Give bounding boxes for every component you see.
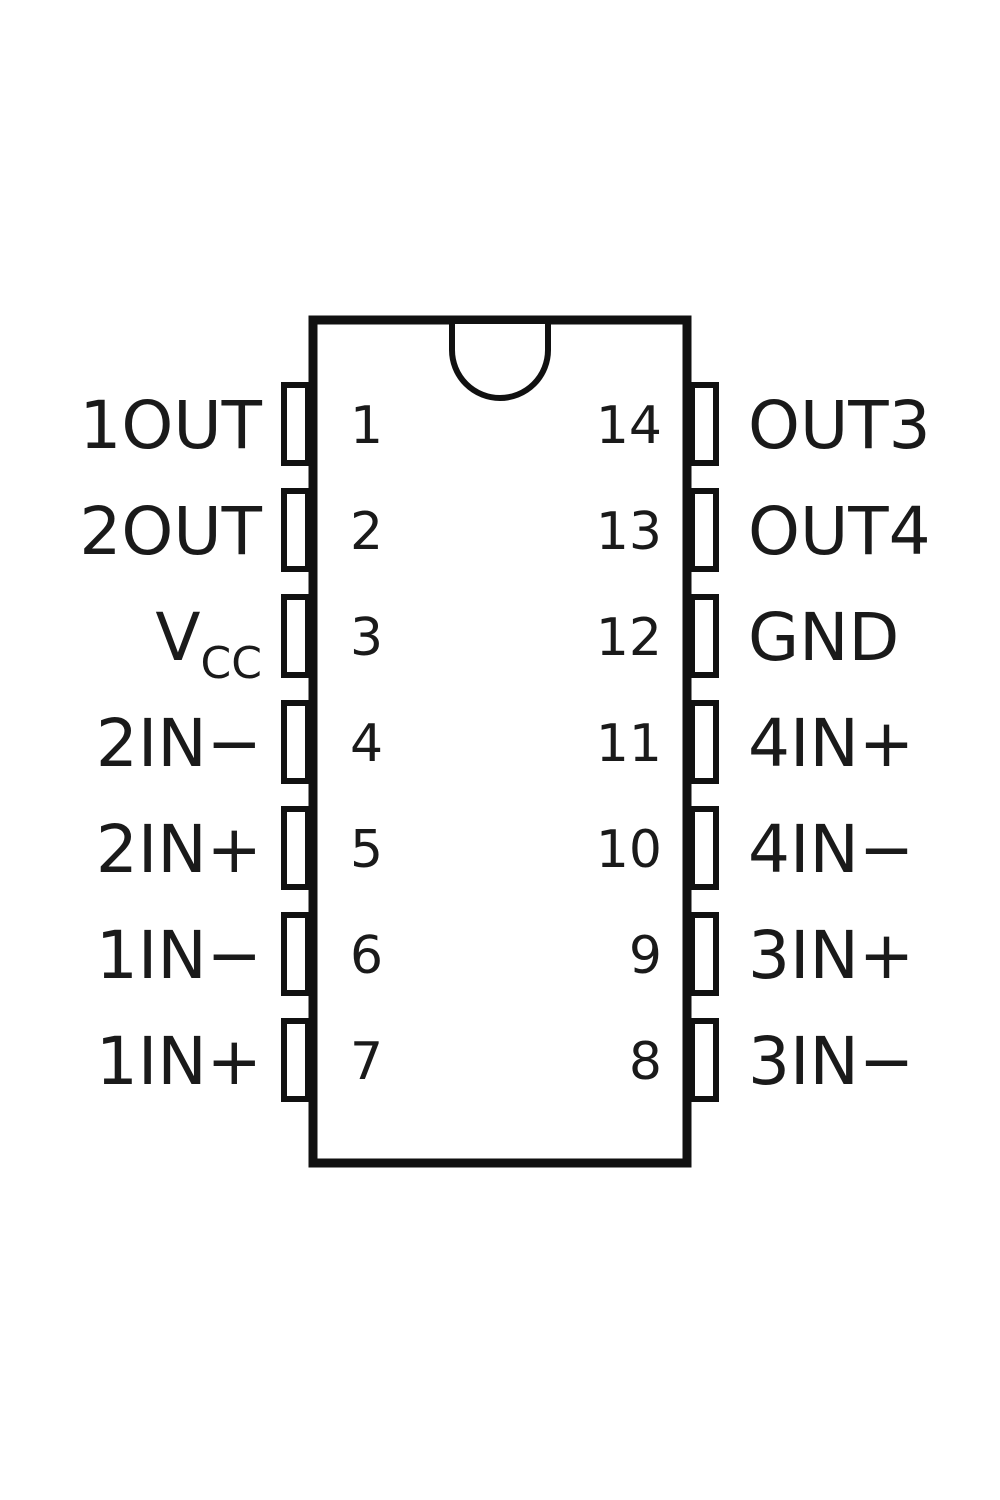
- pin-label: 2IN+: [96, 811, 262, 888]
- pin-13: 13 OUT4: [596, 488, 931, 572]
- pin-lead: [689, 594, 719, 678]
- pin-number: 13: [596, 502, 662, 562]
- pin-number: 1: [350, 396, 383, 456]
- pin-label: 1OUT: [79, 387, 262, 464]
- pin-lead: [281, 1018, 311, 1102]
- pin-label: 1IN+: [96, 1023, 262, 1100]
- pin-label: 1IN−: [96, 917, 262, 994]
- pin-8: 8 3IN−: [629, 1018, 914, 1102]
- pin-label: GND: [748, 599, 899, 676]
- chip-body: [308, 315, 692, 1168]
- pin-number: 14: [596, 396, 662, 456]
- pin-lead: [689, 488, 719, 572]
- pin-label: VCC: [155, 599, 262, 689]
- pin-10: 10 4IN−: [596, 806, 914, 890]
- pin-lead: [281, 488, 311, 572]
- pin-lead: [689, 1018, 719, 1102]
- pin-9: 9 3IN+: [629, 912, 914, 996]
- pin-label: 4IN−: [748, 811, 914, 888]
- pin-lead: [689, 700, 719, 784]
- pin-3: 3 VCC: [155, 594, 383, 689]
- pin-label: 4IN+: [748, 705, 914, 782]
- pin-2: 2 2OUT: [79, 488, 383, 572]
- pin-number: 9: [629, 926, 662, 986]
- pin-12: 12 GND: [596, 594, 899, 678]
- pin-lead: [689, 912, 719, 996]
- pin-number: 10: [596, 820, 662, 880]
- pin-lead: [689, 382, 719, 466]
- pin-7: 7 1IN+: [96, 1018, 383, 1102]
- pin-6: 6 1IN−: [96, 912, 383, 996]
- pin-number: 7: [350, 1032, 383, 1092]
- pin-lead: [281, 382, 311, 466]
- pin-label: 3IN+: [748, 917, 914, 994]
- pin-label: OUT3: [748, 387, 931, 464]
- pin-14: 14 OUT3: [596, 382, 931, 466]
- pin-lead: [281, 806, 311, 890]
- pin-number: 6: [350, 926, 383, 986]
- pin-label: 2IN−: [96, 705, 262, 782]
- pin-4: 4 2IN−: [96, 700, 383, 784]
- pin-number: 4: [350, 714, 383, 774]
- right-pin-row: 14 OUT3 13 OUT4 12 GND 11 4IN+ 10 4IN− 9 3IN+ 8 3IN−: [596, 382, 931, 1102]
- left-pin-row: 1 1OUT 2 2OUT 3 VCC 4 2IN− 5 2IN+ 6 1IN− 7 1IN+: [79, 382, 383, 1102]
- pin-number: 3: [350, 608, 383, 668]
- pin-number: 12: [596, 608, 662, 668]
- pin-lead: [281, 594, 311, 678]
- pin-label: 2OUT: [79, 493, 262, 570]
- pin-number: 2: [350, 502, 383, 562]
- pin-number: 5: [350, 820, 383, 880]
- pin-number: 8: [629, 1032, 662, 1092]
- pin-11: 11 4IN+: [596, 700, 914, 784]
- pin-lead: [281, 912, 311, 996]
- pin-label: 3IN−: [748, 1023, 914, 1100]
- pin-number: 11: [596, 714, 662, 774]
- pin-5: 5 2IN+: [96, 806, 383, 890]
- pin-lead: [281, 700, 311, 784]
- pin-label: OUT4: [748, 493, 931, 570]
- pin-lead: [689, 806, 719, 890]
- orientation-notch: [449, 324, 551, 401]
- pin-1: 1 1OUT: [79, 382, 383, 466]
